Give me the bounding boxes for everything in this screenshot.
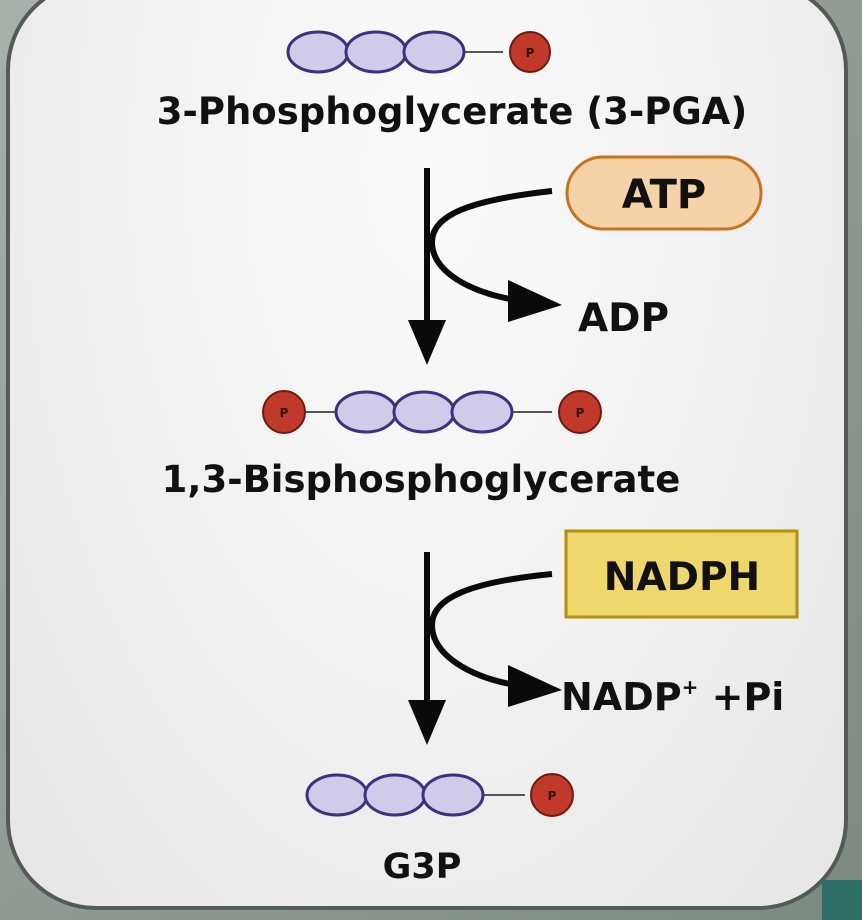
step2-side-arrowhead xyxy=(508,665,562,707)
step1-side-arrowhead xyxy=(508,280,562,322)
bpg-label: 1,3-Bisphosphoglycerate xyxy=(162,458,681,501)
g3p-molecule: P xyxy=(305,773,574,817)
step1-arrows xyxy=(408,168,562,365)
g3p-label: G3P xyxy=(383,847,462,887)
step2-side-arrow-curve xyxy=(428,571,553,688)
bpg-phosphate-left-label: P xyxy=(280,406,289,420)
step1-side-arrow-curve xyxy=(428,188,553,303)
g3p-carbon-3 xyxy=(421,773,485,817)
pga-phosphate xyxy=(509,31,551,73)
g3p-carbon-2 xyxy=(363,773,427,817)
step1-main-arrowhead xyxy=(408,320,446,365)
atp-label: ATP xyxy=(622,172,706,218)
atp-badge: ATP xyxy=(565,155,763,231)
g3p-carbon-1 xyxy=(305,773,369,817)
g3p-phosphate-label: P xyxy=(548,789,557,803)
pga-phosphate-label: P xyxy=(526,46,535,60)
nadph-box xyxy=(564,529,799,619)
step2-arrows xyxy=(408,552,562,745)
pga-molecule: P xyxy=(286,30,551,74)
pga-carbon-2 xyxy=(344,30,408,74)
bpg-phosphate-left xyxy=(262,390,306,434)
diagram-panel xyxy=(6,0,848,910)
atp-box xyxy=(565,155,763,231)
nadp-label-main: NADP xyxy=(561,675,682,719)
pga-label: 3-Phosphoglycerate (3-PGA) xyxy=(157,90,747,133)
g3p-phosphate xyxy=(530,773,574,817)
bpg-carbon-2 xyxy=(392,390,456,434)
bpg-carbon-3 xyxy=(450,390,514,434)
step2-main-arrowhead xyxy=(408,700,446,745)
pga-carbon-1 xyxy=(286,30,350,74)
nadph-badge: NADPH xyxy=(564,529,799,619)
nadp-label-pi: +Pi xyxy=(698,675,784,719)
bpg-carbon-1 xyxy=(334,390,398,434)
background-corner xyxy=(822,880,862,920)
bpg-molecule: P P xyxy=(262,390,602,434)
adp-label: ADP xyxy=(578,296,669,341)
nadp-label-sup: + xyxy=(682,675,699,699)
pga-carbon-3 xyxy=(402,30,466,74)
bpg-phosphate-right xyxy=(558,390,602,434)
bpg-phosphate-right-label: P xyxy=(576,406,585,420)
nadph-label: NADPH xyxy=(604,555,760,600)
nadp-label: NADP+ +Pi xyxy=(561,675,784,719)
